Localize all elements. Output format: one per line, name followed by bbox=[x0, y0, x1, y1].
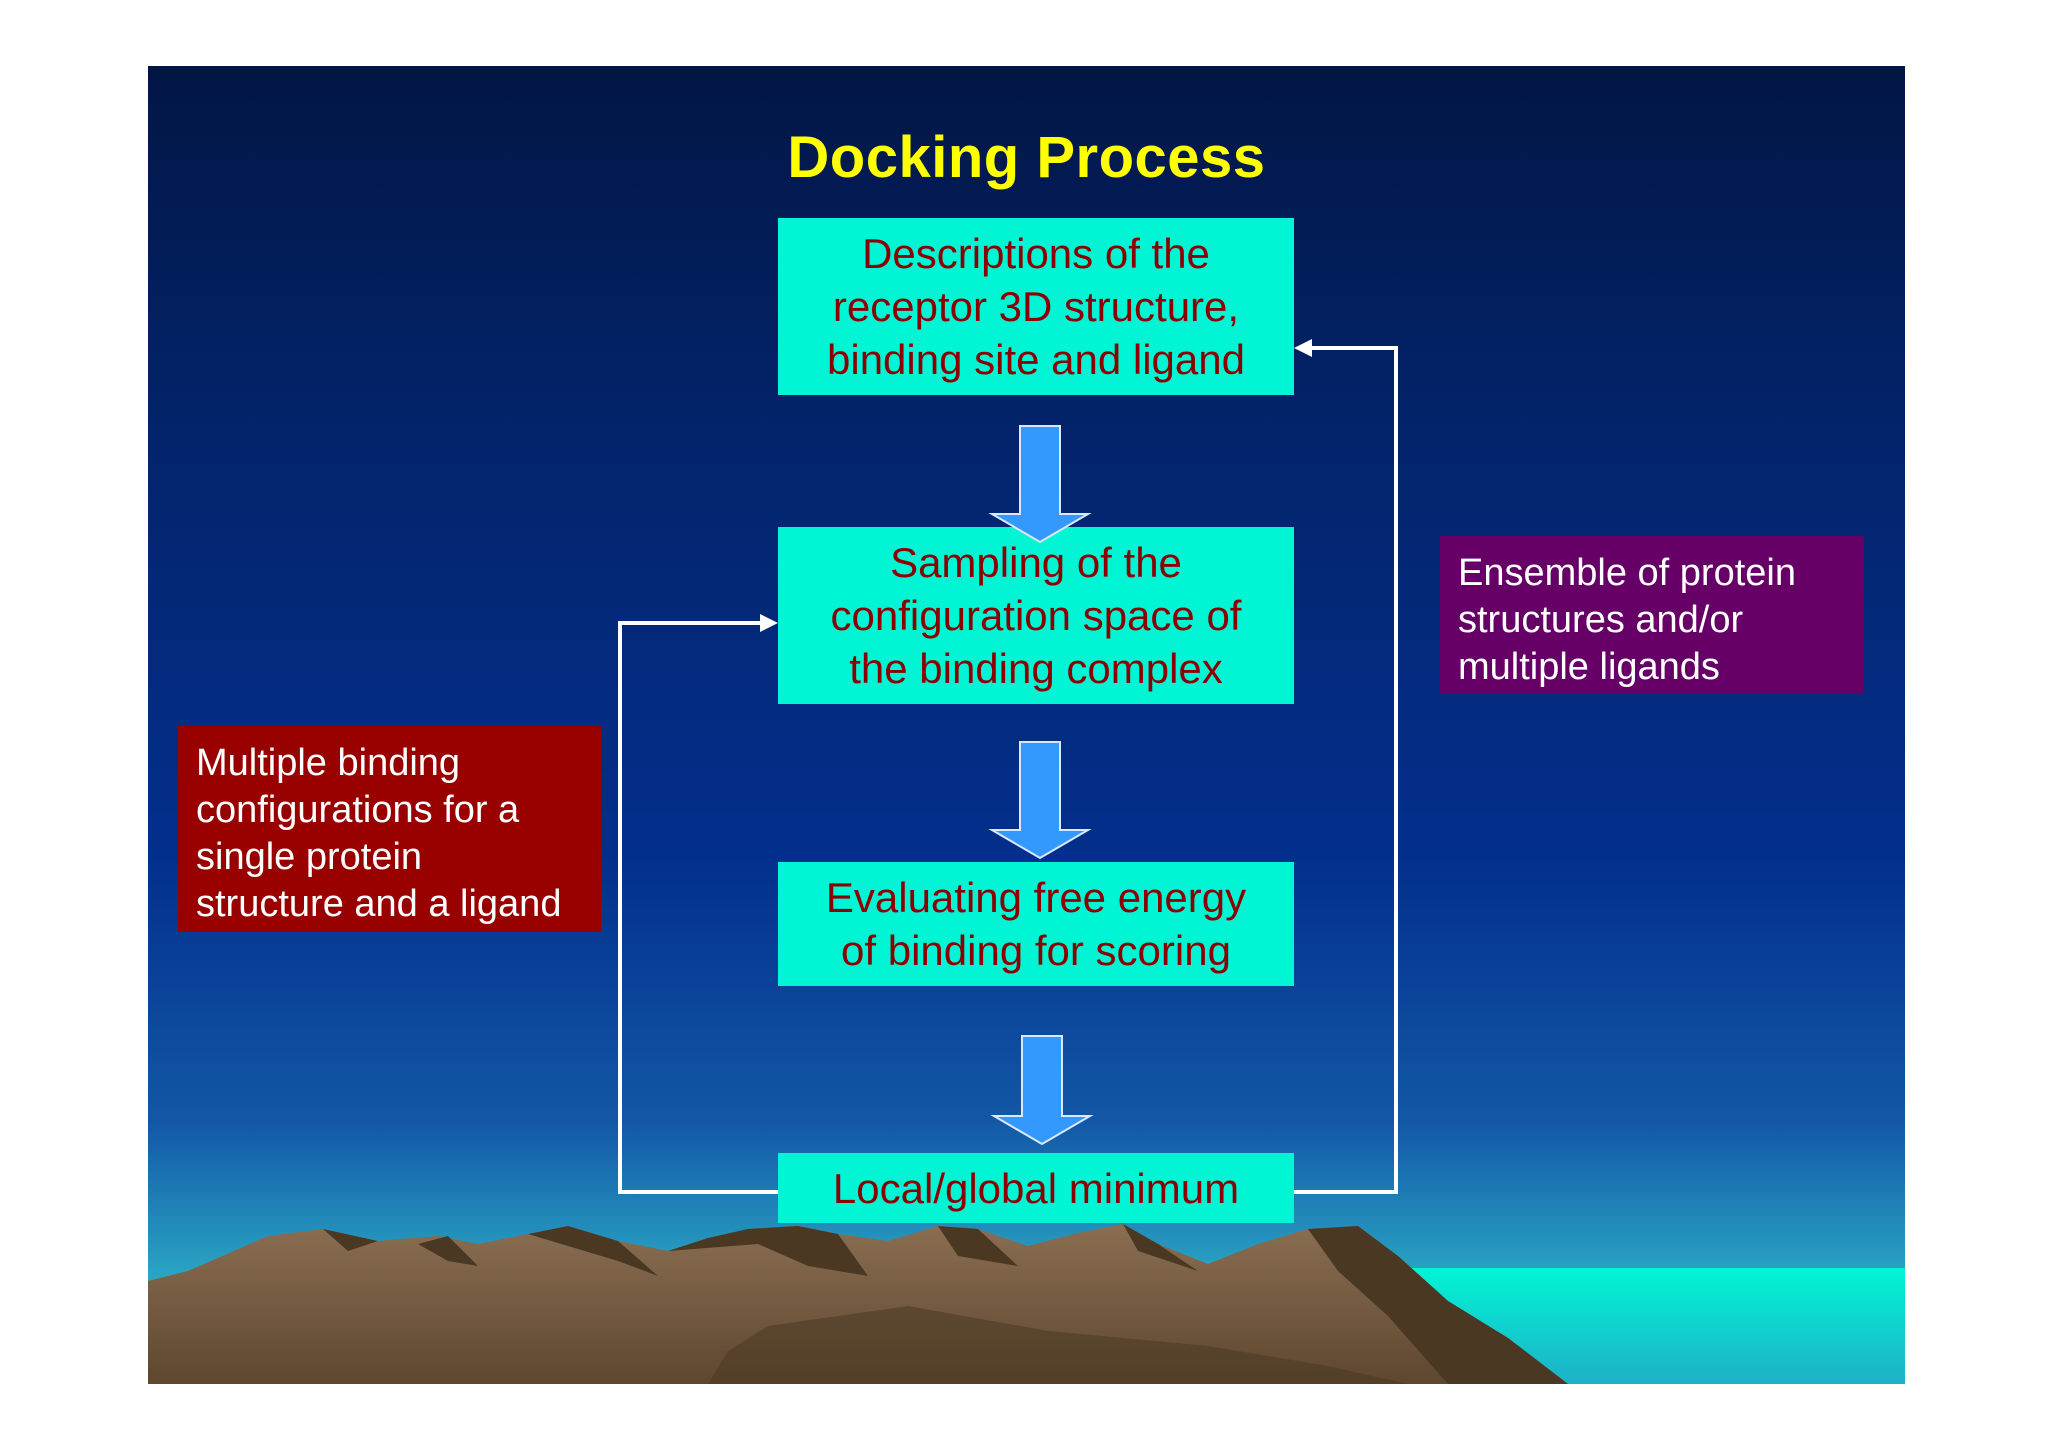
loop-arrowhead-left bbox=[760, 614, 778, 632]
flow-arrow-down-1 bbox=[988, 425, 1092, 544]
left-note-multiple-configurations: Multiple binding configurations for a si… bbox=[178, 726, 601, 932]
step-receptor-description: Descriptions of the receptor 3D structur… bbox=[778, 218, 1294, 395]
right-note-protein-ensemble: Ensemble of protein structures and/or mu… bbox=[1440, 536, 1864, 694]
loop-arrowhead-right bbox=[1294, 339, 1312, 357]
mountain-landscape-illustration bbox=[148, 1224, 1905, 1384]
slide-title: Docking Process bbox=[787, 125, 1266, 190]
step-configuration-sampling: Sampling of the configuration space of t… bbox=[778, 527, 1294, 704]
flow-arrow-down-2 bbox=[988, 741, 1092, 860]
step-local-global-minimum: Local/global minimum bbox=[778, 1153, 1294, 1223]
flow-connectors bbox=[618, 339, 1398, 1194]
step-free-energy-scoring: Evaluating free energy of binding for sc… bbox=[778, 862, 1294, 986]
loop-line-left bbox=[618, 621, 778, 1194]
loop-line-right bbox=[1294, 346, 1398, 1194]
mountain-range bbox=[148, 1224, 1568, 1384]
mountain-shadows bbox=[323, 1224, 1568, 1384]
slide: Docking Process Descriptions of the rece… bbox=[148, 66, 1905, 1384]
flow-arrow-down-3 bbox=[990, 1035, 1094, 1146]
